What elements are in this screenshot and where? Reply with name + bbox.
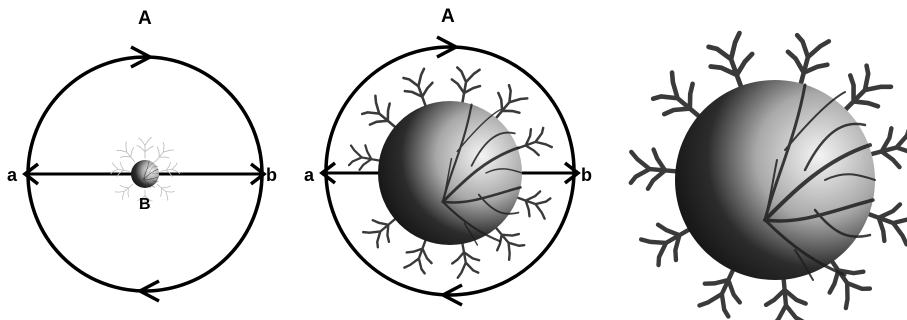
label-b-1: b	[266, 165, 277, 185]
label-A-2: A	[441, 6, 455, 27]
large-sphere-3	[628, 31, 907, 320]
panel-2: A a b	[304, 6, 592, 305]
label-B-1: B	[139, 196, 151, 213]
label-a-2: a	[304, 165, 315, 185]
panel-1: A a b B	[7, 8, 277, 301]
medium-sphere-2	[347, 65, 553, 278]
label-b-2: b	[581, 165, 592, 185]
label-A-1: A	[138, 8, 152, 29]
label-a-1: a	[7, 165, 18, 185]
panel-3	[628, 31, 907, 320]
